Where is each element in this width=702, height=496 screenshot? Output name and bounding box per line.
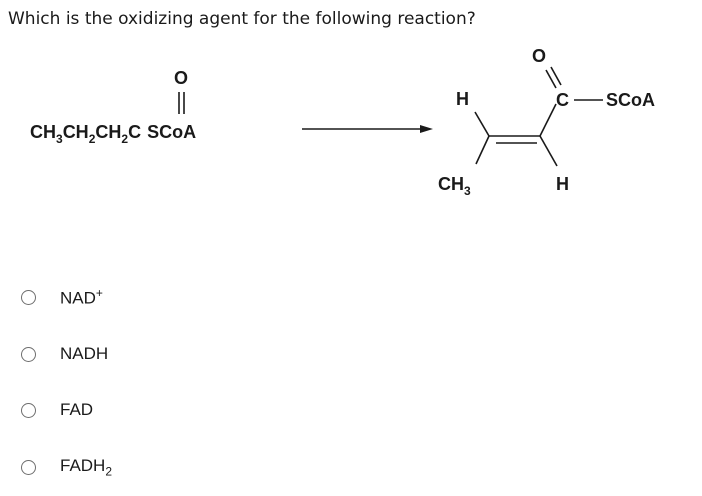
product-bond-h-top (474, 111, 490, 137)
option-label: NAD+ (60, 286, 103, 308)
reactant-carbonyl-oxygen: O (174, 68, 188, 88)
option-fad[interactable]: FAD (21, 400, 93, 420)
product-carbonyl-carbon: C (556, 90, 569, 110)
option-nad-plus[interactable]: NAD+ (21, 286, 103, 309)
product-bond-h-bottom (539, 135, 558, 167)
option-label: FAD (60, 400, 94, 419)
option-label: FADH2 (60, 456, 113, 479)
question-text: Which is the oxidizing agent for the fol… (8, 9, 476, 29)
option-label: NADH (60, 344, 109, 363)
product-ch3: CH3 (438, 174, 471, 198)
product-bond-ch3 (475, 135, 490, 165)
radio-button[interactable] (21, 346, 36, 362)
product-bond-carbonyl-c (539, 103, 557, 137)
radio-button[interactable] (21, 402, 36, 418)
product-carbonyl-oxygen: O (532, 46, 546, 66)
product-co-double-a (545, 69, 557, 89)
option-nadh[interactable]: NADH (21, 344, 108, 364)
reaction-arrow (302, 125, 433, 133)
product-structure: H O C SCoA CH3 H (438, 46, 655, 198)
product-h-bottom: H (556, 174, 569, 194)
product-h-top: H (456, 89, 469, 109)
radio-button[interactable] (21, 459, 36, 475)
option-fadh2[interactable]: FADH2 (21, 456, 112, 478)
product-scoa: SCoA (606, 90, 655, 110)
product-co-double-b (550, 66, 562, 86)
radio-button[interactable] (21, 289, 36, 305)
